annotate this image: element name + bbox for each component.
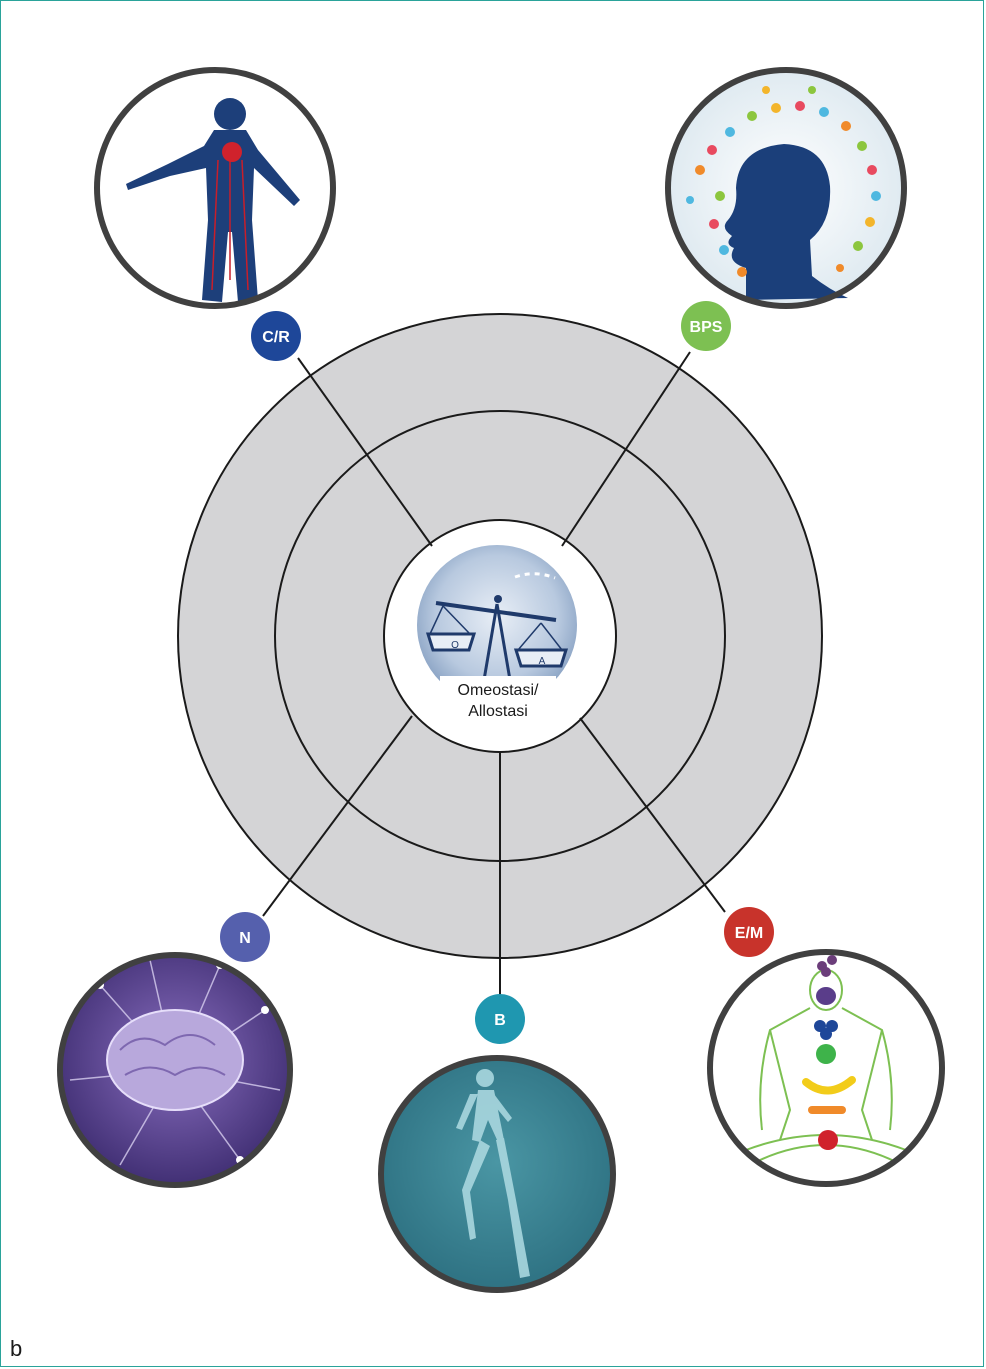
badge-bps: BPS	[681, 301, 731, 351]
connector-bps	[561, 351, 691, 547]
connector-cr	[297, 357, 433, 547]
svg-text:C/R: C/R	[262, 329, 290, 346]
head-silhouette-image	[665, 67, 907, 309]
badge-cr: C/R	[251, 311, 301, 361]
scale-balance-image: O A	[417, 545, 577, 722]
svg-text:B: B	[494, 1012, 506, 1029]
center-label-line1: Omeostasi/	[458, 682, 539, 699]
connector-n	[262, 715, 413, 917]
connector-em	[579, 717, 726, 913]
circulatory-system-image	[94, 67, 336, 309]
scale-right-letter: A	[539, 656, 546, 667]
center-label-line2: Allostasi	[468, 703, 528, 720]
svg-text:E/M: E/M	[735, 925, 763, 942]
svg-text:N: N	[239, 930, 251, 947]
badge-em: E/M	[724, 907, 774, 957]
svg-text:BPS: BPS	[690, 319, 723, 336]
meditation-chakra-image	[707, 949, 945, 1187]
badge-b: B	[475, 994, 525, 1044]
brain-image	[57, 952, 293, 1188]
scale-left-letter: O	[451, 640, 459, 651]
badge-n: N	[220, 912, 270, 962]
running-body-image	[378, 1055, 616, 1293]
panel-label: b	[10, 1336, 23, 1361]
